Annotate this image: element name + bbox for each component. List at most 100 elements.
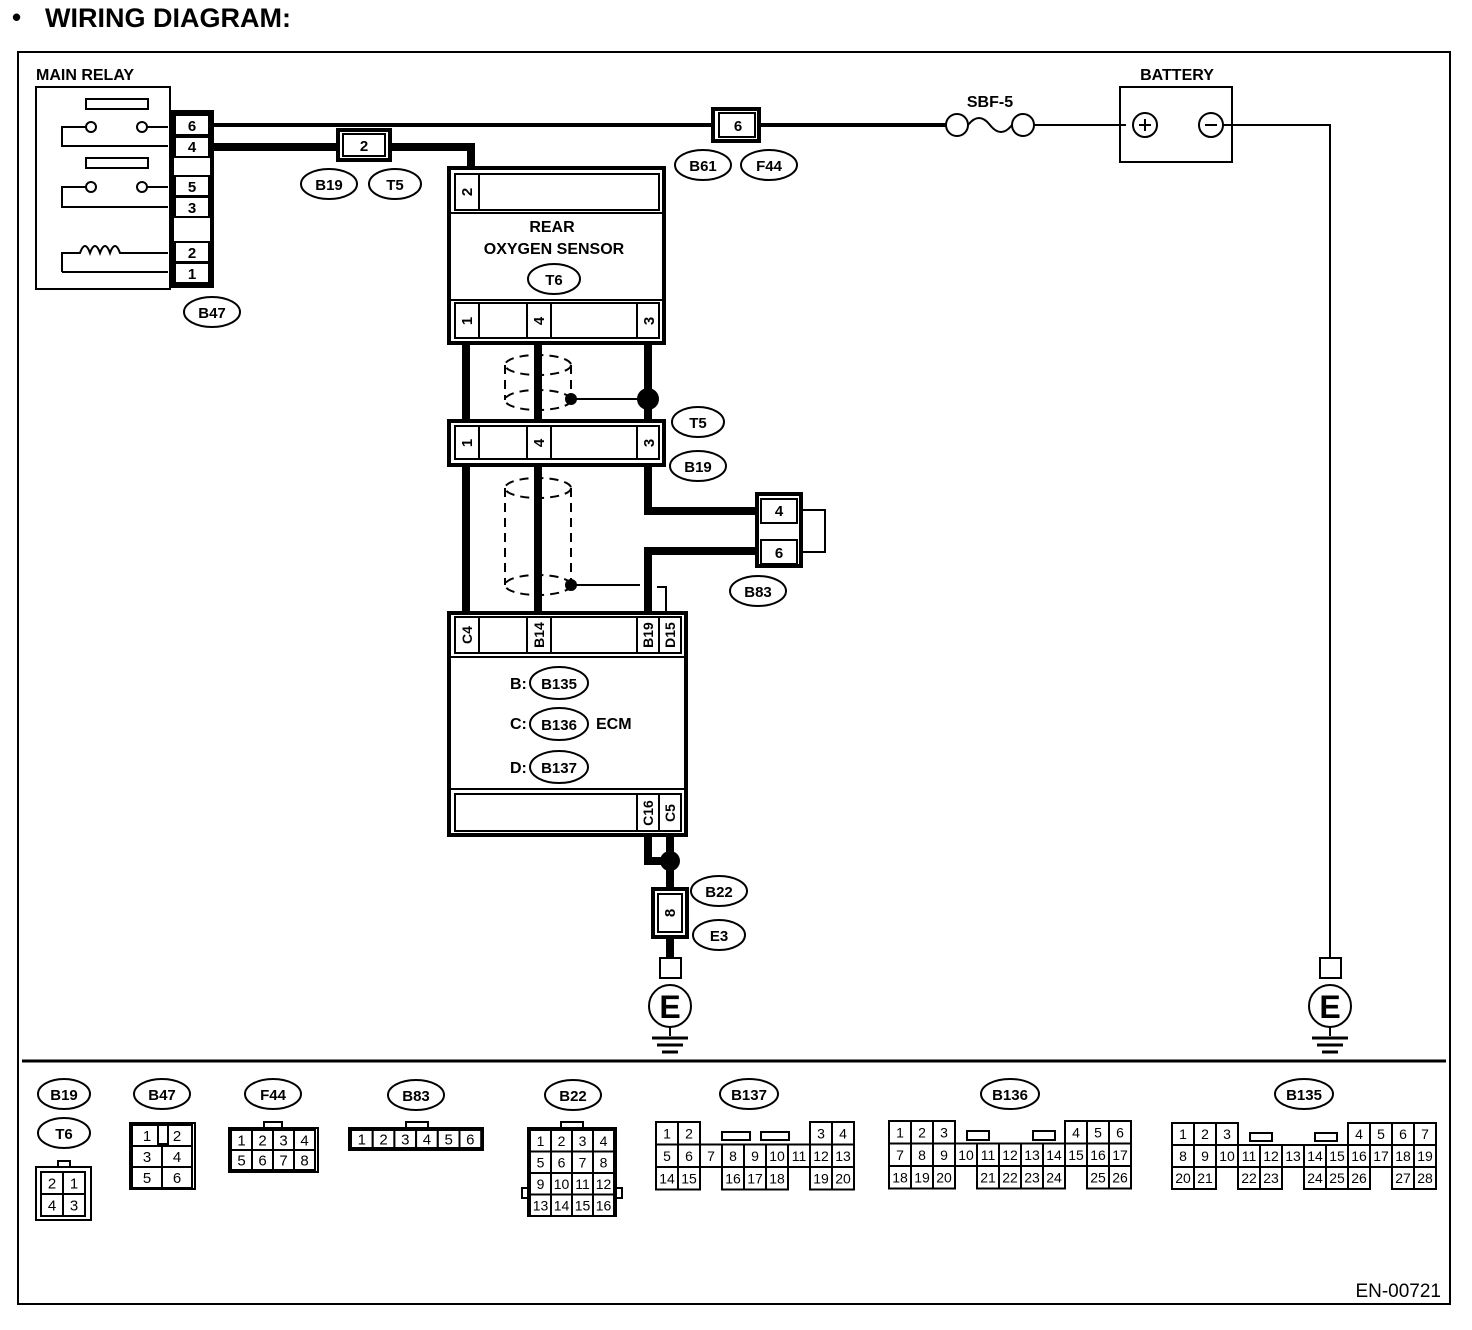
legend-b136-pin: 12 [1002, 1147, 1018, 1163]
connector-b47-label: B47 [198, 305, 226, 322]
legend-b135-pin: 28 [1417, 1170, 1433, 1186]
legend-t6-pin: 3 [70, 1197, 78, 1214]
legend-b47-latch [157, 1124, 169, 1145]
legend-b136-pin: 24 [1046, 1169, 1062, 1185]
legend-b135-pin: 15 [1329, 1148, 1345, 1164]
legend-b137-pin: 1 [663, 1125, 671, 1141]
legend-t6-cell [62, 1193, 86, 1217]
relay-pin-1: 1 [188, 266, 196, 283]
legend-b22-pin: 8 [600, 1154, 608, 1170]
legend-b135-pin: 22 [1241, 1170, 1257, 1186]
ground-symbol-battery: E [1308, 957, 1352, 1054]
b83-pin-6: 6 [775, 545, 783, 562]
ecm-pin-c5: C5 [662, 804, 678, 822]
legend-b47-pin: 4 [173, 1149, 181, 1166]
connector-t5-top-label: T5 [386, 177, 404, 194]
legend-b22-pin: 5 [537, 1154, 545, 1170]
legend-b135-pin: 8 [1179, 1148, 1187, 1164]
legend-b137-pin: 4 [839, 1125, 847, 1141]
legend-b136-pin: 6 [1116, 1124, 1124, 1140]
ecm-pin-c4: C4 [459, 626, 475, 644]
legend-b136-pin: 9 [940, 1147, 948, 1163]
legend-b136-pin: 13 [1024, 1147, 1040, 1163]
sensor-pin-3: 3 [641, 317, 658, 325]
fuse-label: SBF-5 [967, 94, 1013, 111]
legend-b137-pin: 5 [663, 1148, 671, 1164]
legend-b83-pin: 3 [401, 1131, 409, 1148]
connector-b136-label: B136 [541, 717, 577, 734]
legend-b135-pin: 21 [1197, 1170, 1213, 1186]
rear-oxygen-sensor: 2 REAR OXYGEN SENSOR T6 1 4 3 [447, 166, 666, 345]
relay-pin-5: 5 [188, 179, 196, 196]
legend-b135-pin: 6 [1399, 1126, 1407, 1142]
legend-b135-pin: 14 [1307, 1148, 1323, 1164]
legend-b135-pin: 1 [1179, 1126, 1187, 1142]
legend-b22-pin: 13 [533, 1197, 549, 1213]
legend-b137-pin: 6 [685, 1148, 693, 1164]
legend-t6-pin: 4 [48, 1197, 56, 1214]
connector-b19-mid-label: B19 [684, 459, 712, 476]
legend-b137-pin: 9 [751, 1148, 759, 1164]
connector-t6-label: T6 [545, 272, 563, 289]
legend-b22-pin: 9 [537, 1176, 545, 1192]
legend-b83-pin: 2 [379, 1131, 387, 1148]
connector-b19-top-label: B19 [315, 177, 343, 194]
legend-b135-pin: 13 [1285, 1148, 1301, 1164]
legend-b22-pin: 11 [575, 1176, 590, 1192]
splice-t5 [637, 388, 659, 410]
legend-connector-latch [966, 1130, 990, 1141]
legend-b136-pin: 19 [914, 1169, 930, 1185]
b19-pin-3: 3 [641, 439, 658, 447]
connector-b137-label: B137 [541, 760, 577, 777]
legend-b137-cell [831, 1166, 855, 1191]
b22-pin-8: 8 [662, 909, 679, 917]
sensor-pin-1: 1 [459, 317, 476, 325]
legend-b135-pin: 10 [1219, 1148, 1235, 1164]
splice-ground [660, 851, 680, 871]
legend-b135-pin: 24 [1307, 1170, 1323, 1186]
legend-b136-pin: 17 [1112, 1147, 1128, 1163]
legend-label-b135: B135 [1286, 1087, 1322, 1104]
legend-f44-pin: 6 [258, 1152, 266, 1169]
legend-b135-pin: 11 [1242, 1148, 1257, 1164]
sensor-pin-2: 2 [459, 188, 476, 196]
legend-b136-pin: 20 [936, 1169, 952, 1185]
diagram-code: EN-00721 [1355, 1281, 1441, 1302]
ecm-pin-b14: B14 [531, 622, 547, 648]
legend-b136-pin: 23 [1024, 1169, 1040, 1185]
battery: BATTERY [1119, 67, 1233, 163]
legend-f44-cell [293, 1149, 316, 1171]
ecm-prefix-c: C: [510, 716, 527, 733]
main-relay: MAIN RELAY 6 4 5 3 2 1 [35, 67, 214, 290]
sensor-label-line1: REAR [529, 219, 575, 236]
legend-b136-pin: 5 [1094, 1124, 1102, 1140]
sensor-pin-4: 4 [531, 316, 548, 325]
legend-b136-pin: 21 [980, 1169, 996, 1185]
legend-b135-pin: 12 [1263, 1148, 1279, 1164]
connector-t5-mid-label: T5 [689, 415, 707, 432]
legend-b136-pin: 16 [1090, 1147, 1106, 1163]
relay-pin-3: 3 [188, 200, 196, 217]
legend-b137-pin: 11 [792, 1148, 807, 1164]
legend-b137-pin: 8 [729, 1148, 737, 1164]
main-relay-label: MAIN RELAY [36, 67, 134, 84]
legend-label-f44: F44 [260, 1087, 287, 1104]
legend-b135-pin: 26 [1351, 1170, 1367, 1186]
b19-connector: 1 4 3 [447, 419, 666, 467]
legend-b135-pin: 25 [1329, 1170, 1345, 1186]
page-title: WIRING DIAGRAM: [45, 3, 291, 33]
legend-b136-pin: 14 [1046, 1147, 1062, 1163]
legend-b135-pin: 27 [1395, 1170, 1411, 1186]
legend-b136-pin: 4 [1072, 1124, 1080, 1140]
diagram-frame [17, 51, 1451, 1305]
relay-pin-6: 6 [188, 118, 196, 135]
legend-b22-pin: 16 [596, 1197, 612, 1213]
legend-b135-pin: 23 [1263, 1170, 1279, 1186]
ecm: C4 B14 B19 D15 B: B135 C: B136 ECM D: B1… [447, 611, 688, 837]
legend-b135-pin: 17 [1373, 1148, 1389, 1164]
legend-b47-pin: 2 [173, 1128, 181, 1145]
legend-b136-pin: 15 [1068, 1147, 1084, 1163]
legend-b22-pin: 6 [558, 1154, 566, 1170]
legend-b22-pin: 1 [537, 1133, 545, 1149]
